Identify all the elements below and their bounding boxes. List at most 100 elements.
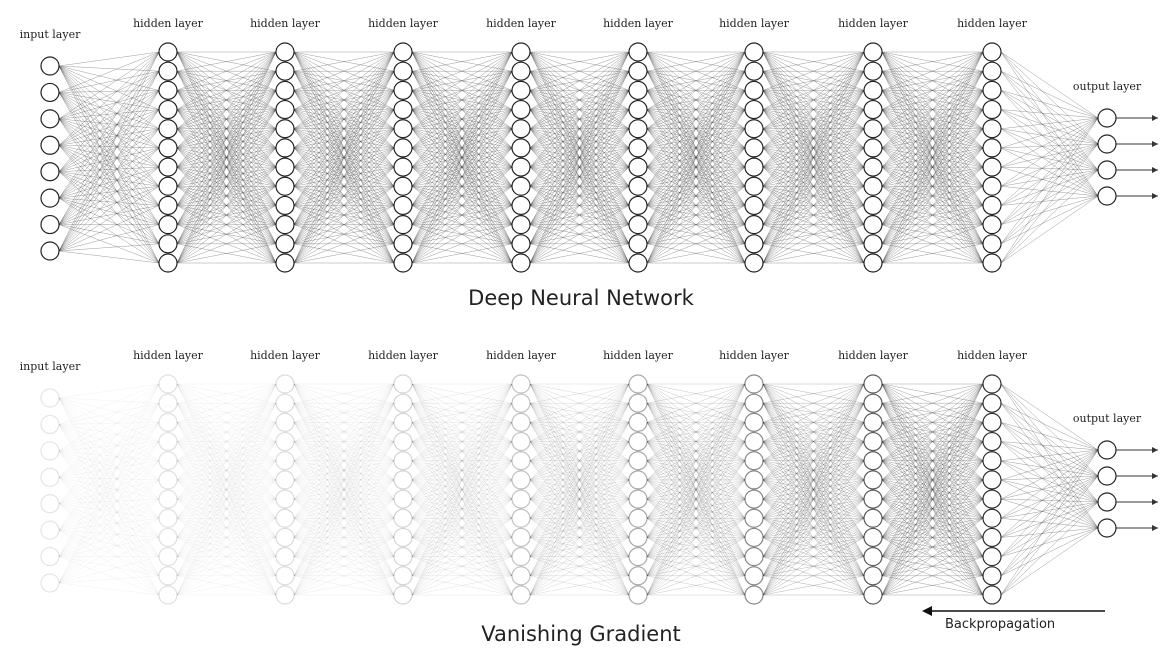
hidden-layer-label: hidden layer (719, 349, 790, 362)
neuron-node (158, 119, 178, 139)
neuron-node (393, 451, 413, 471)
neuron-node (863, 80, 883, 100)
neuron-node (863, 119, 883, 139)
neuron-node (158, 489, 178, 509)
neuron-node (628, 393, 648, 413)
neuron-node (863, 42, 883, 62)
hidden-layer-label: hidden layer (133, 17, 204, 30)
hidden-layer-label: hidden layer (250, 349, 321, 362)
neuron-node (982, 585, 1002, 605)
neuron-node (40, 414, 60, 435)
neuron-node (511, 61, 531, 81)
neuron-node (275, 138, 295, 158)
neuron-node (982, 157, 1002, 177)
hidden-layer-label: hidden layer (486, 17, 557, 30)
output-arrow (1116, 167, 1158, 173)
neuron-node (275, 215, 295, 235)
neuron-node (982, 451, 1002, 471)
hidden-layer-label: hidden layer (957, 17, 1028, 30)
neuron-node (393, 42, 413, 62)
output-arrow (1116, 193, 1158, 199)
connection-group (1000, 383, 1099, 596)
neuron-node (744, 489, 764, 509)
neuron-node (393, 215, 413, 235)
connection-group (293, 51, 395, 264)
neuron-node (982, 234, 1002, 254)
neuron-node (863, 470, 883, 490)
neuron-node (158, 195, 178, 216)
neuron-node (393, 527, 413, 548)
neuron-node (158, 412, 178, 432)
connection-group (176, 383, 277, 596)
hidden-layer-label: hidden layer (603, 349, 674, 362)
neuron-node (158, 508, 178, 528)
neuron-node (275, 566, 295, 586)
neuron-node (40, 573, 60, 593)
neuron-node (40, 546, 60, 567)
neuron-node (275, 585, 295, 605)
neuron-node (511, 253, 531, 273)
neuron-node (511, 489, 531, 509)
neuron-node (1097, 440, 1117, 460)
neuron-node (982, 176, 1002, 196)
neuron-node (158, 547, 178, 567)
hidden-layer-label: hidden layer (368, 349, 439, 362)
neuron-node (744, 585, 764, 605)
neuron-node (158, 80, 178, 100)
neuron-node (744, 234, 764, 254)
neuron-node (1097, 134, 1117, 154)
neuron-node (863, 451, 883, 471)
neuron-node (158, 393, 178, 413)
neuron-node (744, 253, 764, 273)
connection-group (1000, 51, 1099, 264)
neuron-node (511, 431, 531, 452)
neuron-node (982, 412, 1002, 432)
neuron-node (275, 234, 295, 254)
output-arrow (1116, 447, 1158, 453)
input-layer-label: input layer (20, 360, 81, 373)
connection-group (646, 51, 746, 264)
input-layer-label: input layer (20, 28, 81, 41)
neuron-node (275, 195, 295, 216)
neuron-node (393, 176, 413, 196)
neuron-node (628, 99, 648, 120)
neuron-node (158, 374, 178, 394)
neuron-node (275, 99, 295, 120)
neuron-node (158, 42, 178, 62)
output-layer-label: output layer (1073, 412, 1142, 425)
hidden-layer-label: hidden layer (838, 17, 909, 30)
connections (58, 383, 1099, 596)
hidden-layer-label: hidden layer (250, 17, 321, 30)
connection-group (411, 383, 513, 596)
hidden-layer-label: hidden layer (719, 17, 790, 30)
neuron-node (1097, 108, 1117, 128)
backpropagation-arrow (922, 606, 1105, 616)
neuron-node (158, 176, 178, 196)
neuron-node (393, 566, 413, 586)
neuron-node (511, 119, 531, 139)
neuron-node (511, 470, 531, 490)
neuron-node (982, 42, 1002, 62)
neuron-node (628, 42, 648, 62)
neuron-node (158, 470, 178, 490)
neuron-node (744, 470, 764, 490)
neuron-node (863, 547, 883, 567)
neuron-node (511, 547, 531, 567)
neuron-node (744, 176, 764, 196)
neuron-node (863, 431, 883, 452)
neuron-node (393, 234, 413, 254)
connection-group (529, 383, 630, 596)
neuron-node (275, 119, 295, 139)
neuron-node (158, 566, 178, 586)
neuron-node (511, 585, 531, 605)
neuron-node (628, 119, 648, 139)
neuron-node (863, 176, 883, 196)
connection-group (762, 383, 865, 596)
neuron-node (511, 80, 531, 100)
neuron-node (628, 80, 648, 100)
neuron-node (863, 138, 883, 158)
neuron-node (1097, 160, 1117, 180)
neuron-node (982, 566, 1002, 586)
neuron-node (863, 253, 883, 273)
neuron-node (744, 547, 764, 567)
